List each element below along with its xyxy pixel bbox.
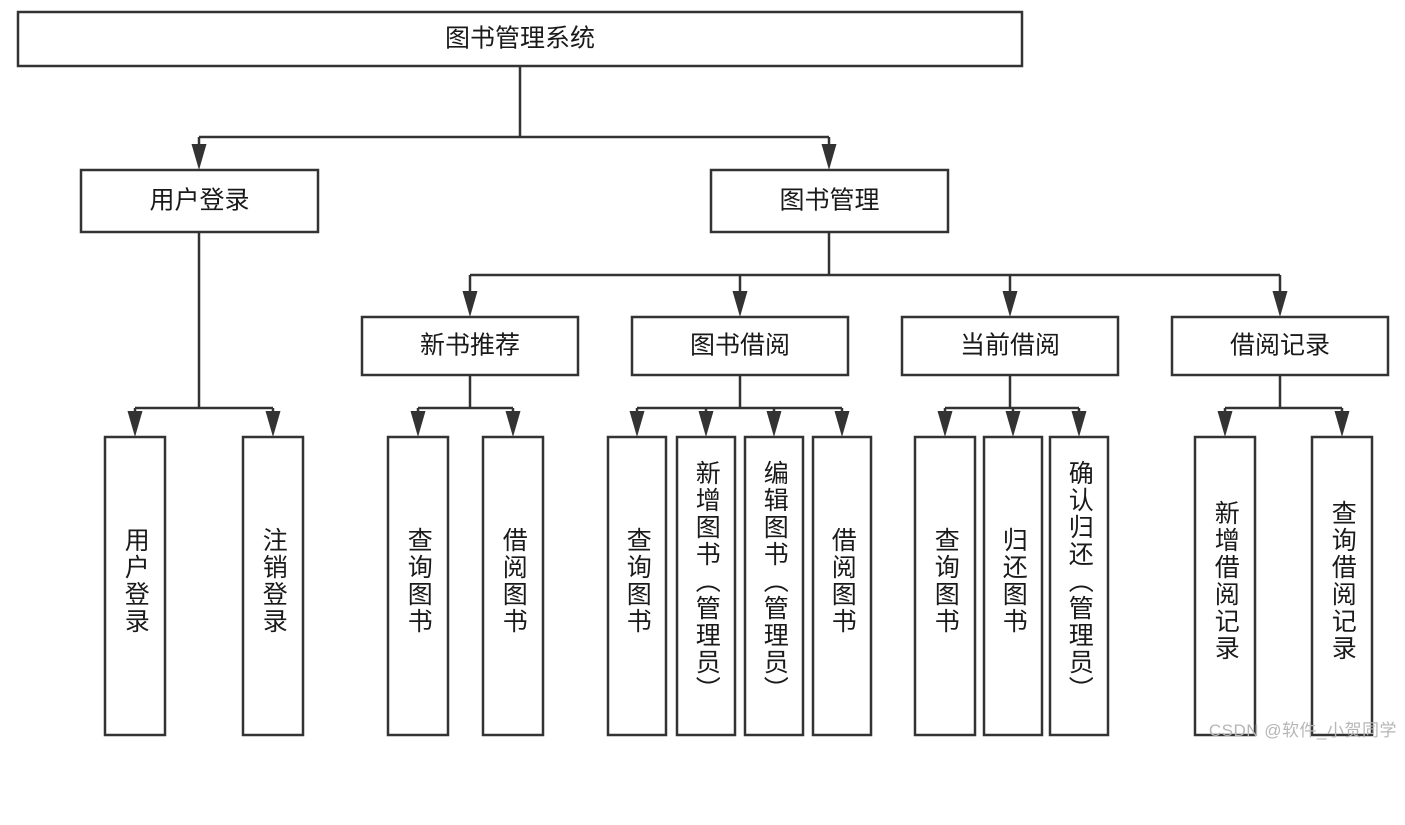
connector-conn-userlogin-to-leaves bbox=[127, 232, 281, 437]
node-box-leaf-edit-book-admin[interactable] bbox=[743, 435, 805, 737]
node-label-user-login: 用户登录 bbox=[149, 187, 249, 215]
connector-conn-newbook-to-leaves bbox=[410, 375, 521, 437]
node-box-leaf-user-login[interactable] bbox=[103, 435, 167, 737]
node-box-leaf-confirm-return-admin[interactable] bbox=[1048, 435, 1110, 737]
node-box-user-login[interactable] bbox=[79, 168, 320, 234]
connector-conn-bookborrow-to-leaves bbox=[629, 375, 850, 437]
node-box-borrow-record[interactable] bbox=[1170, 315, 1390, 377]
watermark-credit: CSDN @软件_小贺同学 bbox=[1208, 721, 1397, 740]
connector-layer bbox=[127, 66, 1350, 437]
node-label-new-book-recommend: 新书推荐 bbox=[420, 332, 520, 360]
node-label-borrow-record: 借阅记录 bbox=[1230, 332, 1330, 360]
node-box-leaf-query-book-borrow[interactable] bbox=[606, 435, 668, 737]
node-box-leaf-return-book[interactable] bbox=[982, 435, 1044, 737]
node-box-leaf-logout[interactable] bbox=[241, 435, 305, 737]
connector-conn-root-to-level2 bbox=[191, 66, 837, 170]
node-label-root: 图书管理系统 bbox=[445, 25, 595, 53]
node-box-layer bbox=[16, 10, 1390, 737]
node-box-leaf-query-book-rec[interactable] bbox=[386, 435, 450, 737]
connector-conn-bookmanage-to-level3 bbox=[462, 232, 1288, 317]
connector-conn-borrowrecord-to-leaves bbox=[1217, 375, 1350, 437]
node-box-leaf-query-book-current[interactable] bbox=[913, 435, 977, 737]
node-box-leaf-add-borrow-record[interactable] bbox=[1193, 435, 1257, 737]
node-box-root[interactable] bbox=[16, 10, 1024, 68]
node-box-book-borrow[interactable] bbox=[630, 315, 850, 377]
connector-conn-currentborrow-to-leaves bbox=[937, 375, 1087, 437]
node-box-leaf-borrow-book-rec[interactable] bbox=[481, 435, 545, 737]
node-box-book-manage[interactable] bbox=[709, 168, 950, 234]
node-box-leaf-add-book-admin[interactable] bbox=[675, 435, 737, 737]
node-label-current-borrow: 当前借阅 bbox=[960, 332, 1060, 360]
node-box-leaf-borrow-book[interactable] bbox=[811, 435, 873, 737]
diagram-root: 图书管理系统用户登录图书管理新书推荐图书借阅当前借阅借阅记录 用户登录注销登录查… bbox=[16, 10, 1397, 740]
node-box-new-book-recommend[interactable] bbox=[360, 315, 580, 377]
node-label-book-borrow: 图书借阅 bbox=[690, 332, 790, 360]
node-box-current-borrow[interactable] bbox=[900, 315, 1120, 377]
node-box-leaf-query-borrow-record[interactable] bbox=[1310, 435, 1374, 737]
node-label-book-manage: 图书管理 bbox=[779, 187, 879, 215]
